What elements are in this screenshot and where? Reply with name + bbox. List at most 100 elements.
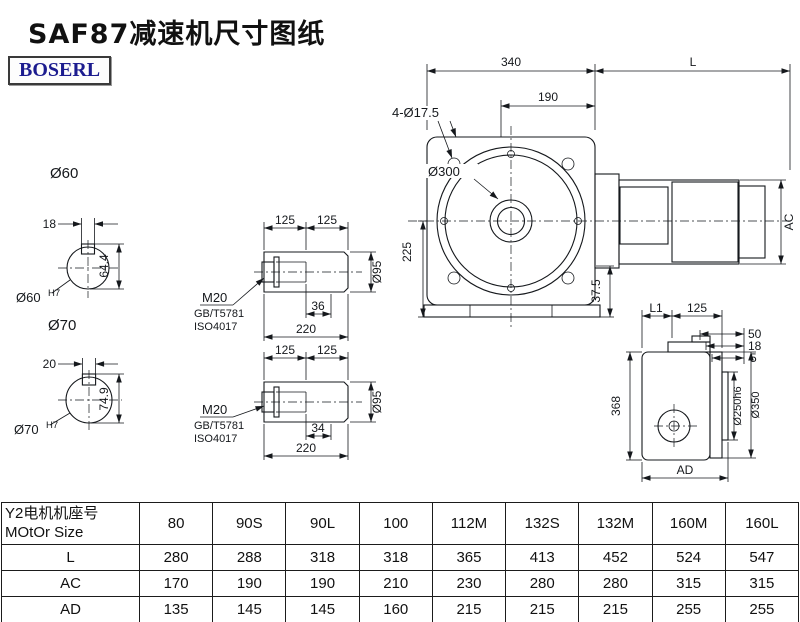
dim-368-text: 368 [609, 396, 623, 416]
dim-d95-text: Ø95 [370, 390, 384, 413]
row-label-AD: AD [1, 596, 140, 622]
thread-callout-bottom: M20 GB/T5781 ISO4017 [194, 402, 265, 445]
dim-AD-text: AD [677, 463, 694, 477]
cell-AD-132m: 215 [578, 596, 653, 622]
bore-label-60: Ø60 H7 [16, 279, 71, 305]
view-front: 340 L 190 4-Ø17.5 Ø300 [388, 55, 796, 330]
dim-18-text: 18 [43, 217, 57, 231]
shaft-70-circle [65, 376, 113, 424]
cell-AC-90s: 190 [212, 570, 287, 597]
cell-L-132m: 452 [578, 544, 653, 571]
cell-AC-132m: 280 [578, 570, 653, 597]
dim-d350-text: Ø350 [750, 392, 762, 419]
cell-L-90l: 318 [285, 544, 360, 571]
size-col-160l: 160L [724, 502, 800, 545]
header-en: MOtOr Size [5, 523, 84, 541]
header-cn: Y2电机机座号 [5, 504, 99, 522]
shaft-60-keyway [80, 243, 96, 255]
plug-circle [657, 409, 691, 443]
bore-60-tol: H7 [48, 288, 60, 299]
technical-drawing: Ø60 18 64.4 Ø60 H7 [14, 55, 796, 482]
bore-70-text: Ø70 [14, 422, 39, 437]
cell-AC-80: 170 [138, 570, 214, 597]
motor-body [618, 179, 740, 265]
size-col-80: 80 [138, 502, 214, 545]
dim-AD: AD [641, 442, 729, 482]
shaft-body [263, 251, 349, 293]
size-col-112m: 112M [431, 502, 507, 545]
dim-AC: AC [740, 179, 796, 265]
shaft-bore-outer [489, 199, 533, 243]
shaft-bore-inner [496, 206, 526, 236]
cell-AC-112m: 230 [431, 570, 507, 597]
cell-AD-160m: 255 [651, 596, 726, 622]
std-gb: GB/T5781 [194, 308, 244, 320]
dim-key-20: 20 [43, 357, 118, 374]
cell-AD-132s: 215 [505, 596, 580, 622]
size-col-100: 100 [358, 502, 433, 545]
table-row-AC: AC 170 190 190 210 230 280 280 315 315 [1, 570, 800, 597]
plug-circle-inner [668, 420, 680, 432]
cell-AD-160l: 255 [724, 596, 800, 622]
dim-225-text: 225 [400, 242, 414, 262]
flange-circle-outer [436, 146, 586, 296]
dim-50-text: 50 [748, 327, 762, 341]
dim-340-text: 340 [501, 55, 521, 69]
view-side: L1 125 50 18 5 368 [609, 301, 762, 482]
dim-225: 225 [400, 220, 427, 318]
size-col-132s: 132S [505, 502, 580, 545]
cell-L-112m: 365 [431, 544, 507, 571]
side-step [691, 335, 711, 343]
screw-hole [507, 284, 515, 292]
shaft-60-circle [66, 246, 110, 290]
shaft-60-label: Ø60 [50, 165, 78, 182]
table-header-row: Y2电机机座号 MOtOr Size 80 90S 90L 100 112M 1… [1, 502, 800, 545]
dim-64-4-text: 64.4 [97, 254, 111, 278]
std-iso: ISO4017 [194, 433, 237, 445]
dim-37-5-text: 37.5 [589, 279, 603, 303]
dim-220-bottom: 220 [263, 424, 349, 460]
dim-34-text: 34 [311, 421, 325, 435]
dim-220-top: 220 [263, 294, 349, 341]
dim-L: L [595, 55, 791, 170]
gearbox-base [423, 304, 601, 318]
dim-125a: 125 [275, 213, 295, 227]
dim-74-9-text: 74.9 [97, 387, 111, 411]
dim-125-125-bottom: 125 125 [263, 343, 349, 380]
dim-key-18: 18 [43, 217, 118, 244]
dim-34: 34 [305, 414, 332, 440]
cell-L-132s: 413 [505, 544, 580, 571]
dim-37-5: 37.5 [589, 265, 614, 318]
output-flange [709, 351, 723, 459]
dim-20-text: 20 [43, 357, 57, 371]
side-snout [667, 341, 711, 353]
size-col-90s: 90S [212, 502, 287, 545]
view-shaft-end-70: Ø70 20 74.9 Ø70 H7 [14, 317, 124, 437]
cell-AC-160l: 315 [724, 570, 800, 597]
dim-36-text: 36 [311, 299, 325, 313]
flange-dia-text: Ø300 [428, 164, 460, 179]
brand-logo: BOSERL [8, 56, 112, 85]
screw-hole [574, 217, 582, 225]
dim-L1-text: L1 [649, 301, 663, 315]
dim-d250h6: Ø250h6 [728, 371, 744, 441]
dim-125b: 125 [317, 343, 337, 357]
row-label-L: L [1, 544, 140, 571]
size-col-132m: 132M [578, 502, 653, 545]
motor-fan-cover [738, 185, 766, 259]
bolt-head [261, 391, 275, 413]
motor-cooling-fins [671, 181, 739, 263]
bolt-head [261, 261, 275, 283]
thread-callout-top: M20 GB/T5781 ISO4017 [194, 277, 265, 333]
flange-circle-inner [444, 154, 578, 288]
shaft-70-label: Ø70 [48, 317, 76, 334]
dim-368: 368 [609, 351, 642, 461]
bore-70-tol: H7 [46, 420, 58, 431]
dim-50-18-5: 50 18 5 [699, 327, 762, 365]
dim-220-text: 220 [296, 322, 316, 336]
motor-dimension-table: Y2电机机座号 MOtOr Size 80 90S 90L 100 112M 1… [1, 502, 800, 622]
cell-AC-132s: 280 [505, 570, 580, 597]
cell-AD-112m: 215 [431, 596, 507, 622]
dim-18-text: 18 [748, 339, 762, 353]
dim-L1-125: L1 125 [641, 301, 723, 348]
